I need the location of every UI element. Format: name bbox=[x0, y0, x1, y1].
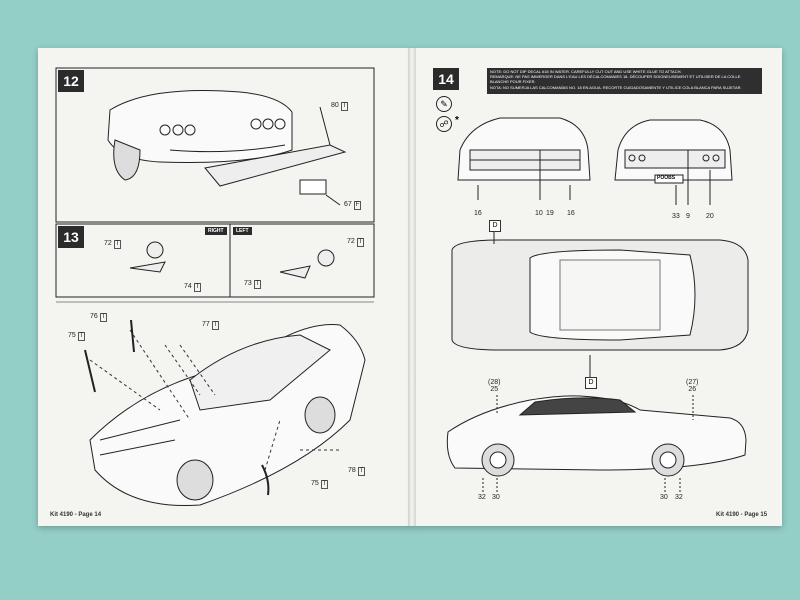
side-part-30-right: 30 bbox=[660, 494, 668, 501]
front-part-10: 10 bbox=[535, 210, 543, 217]
left-page-footer: Kit 4190 - Page 14 bbox=[50, 512, 102, 518]
decal-note: NOTE: DO NOT DIP DECAL #18 IN WATER. CAR… bbox=[487, 68, 762, 94]
note-line-fr: REMARQUE: NE PAS IMMERGER DANS L'EAU LES… bbox=[490, 74, 741, 85]
rear-part-33: 33 bbox=[672, 213, 680, 220]
rear-part-9: 9 bbox=[686, 213, 690, 220]
note-line-en: NOTE: DO NOT DIP DECAL #18 IN WATER. CAR… bbox=[490, 69, 682, 74]
rear-part-20: 20 bbox=[706, 213, 714, 220]
view-marker-d-mid: D bbox=[585, 377, 597, 389]
front-part-16-left: 16 bbox=[474, 210, 482, 217]
license-plate: POOBS bbox=[657, 175, 676, 181]
view-marker-d-top: D bbox=[489, 220, 501, 232]
sticker-icon: ☍ bbox=[436, 116, 452, 132]
step-13-number: 13 bbox=[58, 226, 84, 248]
left-label: LEFT bbox=[233, 227, 252, 235]
side-part-27-label: (27) 26 bbox=[686, 379, 699, 393]
paint-icon: ✎ bbox=[436, 96, 452, 112]
booklet-spine bbox=[408, 48, 416, 526]
side-part-32-left: 32 bbox=[478, 494, 486, 501]
asterisk-icon: * bbox=[455, 115, 459, 126]
right-label: RIGHT bbox=[205, 227, 227, 235]
right-page-footer: Kit 4190 - Page 15 bbox=[716, 512, 768, 518]
step-12-number: 12 bbox=[58, 70, 84, 92]
note-line-es: NOTA: NO SUMERJA LAS CALCOMANÍAS NO. 18 … bbox=[490, 84, 742, 90]
side-part-30-left: 30 bbox=[492, 494, 500, 501]
side-part-28-label: (28) 25 bbox=[488, 379, 501, 393]
side-part-32-right: 32 bbox=[675, 494, 683, 501]
front-part-16-right: 16 bbox=[567, 210, 575, 217]
step-14-number: 14 bbox=[433, 68, 459, 90]
front-part-19: 19 bbox=[546, 210, 554, 217]
